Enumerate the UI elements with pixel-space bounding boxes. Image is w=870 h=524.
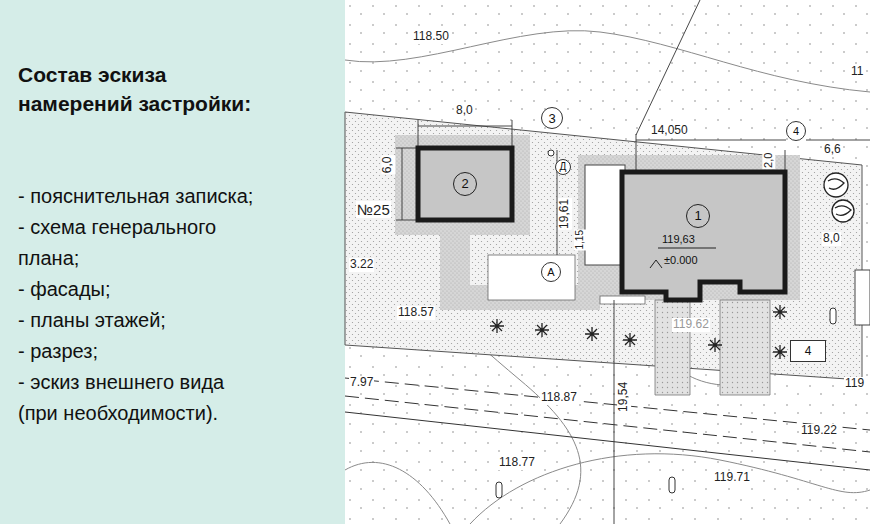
lamps [496, 150, 836, 498]
list-item: - разрез; [18, 336, 256, 367]
dimension-label: 119 [844, 377, 865, 391]
list-item: - эскиз внешнего вида (при необходимости… [18, 367, 256, 429]
level-mark-text: ±0.000 [664, 254, 698, 266]
dimension-label: 7.97 [349, 376, 374, 390]
dimension-label: 2,0 [762, 151, 775, 168]
dimension-label: 118.77 [498, 456, 536, 470]
bullet-list: - пояснительная записка;- схема генераль… [18, 181, 256, 429]
paving [395, 135, 870, 395]
building: 1 119,63 ±0.000 [622, 172, 785, 300]
dimension-label: 11 [850, 65, 864, 79]
building-outline [622, 172, 785, 300]
building-wall [622, 172, 785, 300]
callout-box: 4 [790, 340, 826, 362]
dimension-label: 119.62 [672, 318, 710, 332]
dimension-label: 19,61 [558, 198, 572, 230]
callout-circle: 4 [786, 121, 806, 141]
dimension-label: 1,15 [573, 229, 585, 250]
dimension-label: 6,0 [381, 156, 395, 175]
heading: Состав эскиза намерений застройки: [18, 60, 254, 118]
list-item: - планы этажей; [18, 305, 256, 336]
callout-number: 4 [793, 126, 799, 137]
list-item: - пояснительная записка; [18, 181, 256, 212]
dimension-label: 8,0 [455, 104, 474, 118]
callout-number: 3 [548, 112, 555, 125]
dimension-label: 8,0 [822, 232, 841, 246]
list-item: - схема генерального плана; [18, 212, 256, 274]
level-mark [650, 248, 716, 268]
level-mark-text: 119,63 [662, 233, 695, 245]
dimension-label: 19,54 [617, 381, 631, 413]
dimension-label: 118.57 [397, 306, 435, 320]
callout-number: Д [560, 162, 567, 172]
ground [345, 0, 870, 524]
ground-dots [345, 0, 870, 524]
dimension-label: 14,050 [650, 124, 689, 138]
dimension-label: 3.22 [349, 258, 374, 272]
callout-circle: А [541, 262, 561, 282]
building-number: 1 [686, 204, 710, 228]
dimension-lines [396, 0, 870, 524]
dimension-label: 6,6 [823, 143, 842, 157]
callout-circle: Д [555, 159, 571, 175]
dimension-label: 118.50 [412, 30, 450, 44]
dimension-label: 119.71 [713, 471, 751, 485]
callout-number: А [547, 267, 554, 278]
trees [490, 173, 854, 359]
lot [345, 112, 862, 380]
building: 2 [418, 148, 512, 220]
list-item: - фасады; [18, 274, 256, 305]
building-number: 2 [453, 172, 477, 196]
dimension-label: 118.87 [540, 391, 578, 405]
building-wall [418, 148, 512, 220]
callout-circle: 3 [541, 107, 563, 129]
contour-lines [345, 31, 870, 524]
dimension-label: №25 [356, 201, 391, 218]
roads [345, 378, 870, 470]
dimension-label: 119.22 [800, 424, 838, 438]
callout-number: 4 [805, 345, 812, 357]
